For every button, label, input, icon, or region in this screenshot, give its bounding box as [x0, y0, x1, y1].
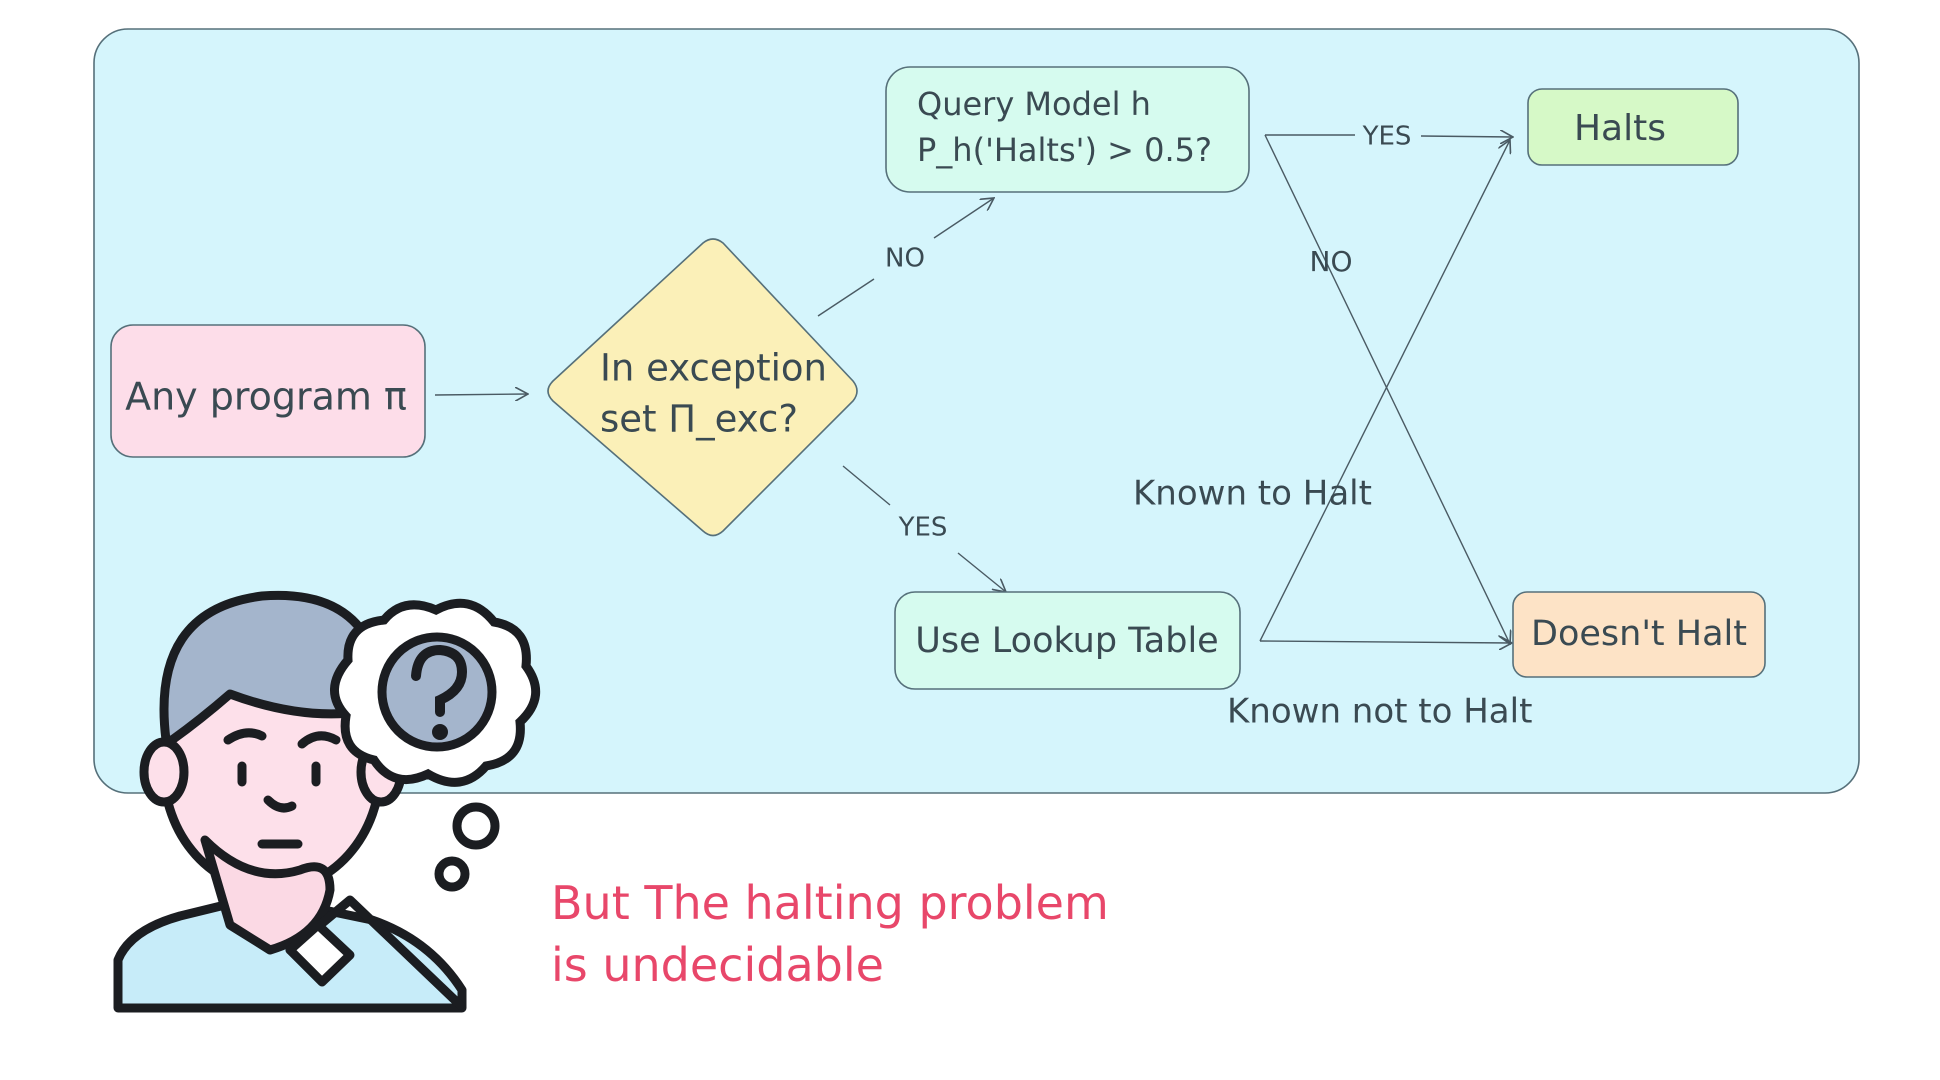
- caption-line-1: But The halting problem: [551, 876, 1109, 930]
- thought-dot-large: [452, 802, 500, 850]
- person-nose: [263, 795, 297, 813]
- halts-label: Halts: [1574, 108, 1666, 149]
- question-mark-glyph: [411, 644, 468, 740]
- person-cuff: [285, 920, 355, 987]
- edge-lookup-known-halt: [1259, 140, 1510, 642]
- edge-label-known-not-halt: Known not to Halt: [1227, 692, 1532, 732]
- edge-label-query-no: NO: [1310, 245, 1353, 278]
- thinking-person-icon: [113, 590, 467, 1013]
- diagram-panel: [93, 28, 1860, 794]
- lookup-table-node: [894, 591, 1241, 690]
- doesnt-halt-label: Doesn't Halt: [1531, 614, 1747, 654]
- decision-node-label-line1: In exception: [600, 347, 827, 390]
- decision-node-label-line2: set Π_exc?: [600, 398, 798, 441]
- edge-lookup-known-not-halt: [1259, 641, 1512, 643]
- edge-decision-no-b: [933, 198, 994, 239]
- person-brow-left: [223, 728, 267, 745]
- query-model-label-line1: Query Model h: [917, 85, 1151, 123]
- edge-label-query-yes: YES: [1362, 122, 1412, 152]
- start-node: [110, 324, 426, 458]
- edge-label-known-halt: Known to Halt: [1133, 474, 1372, 514]
- start-node-label: Any program π: [125, 375, 407, 419]
- thought-bubble: [330, 598, 541, 892]
- edge-decision-yes-b: [957, 552, 1006, 592]
- halts-node: [1527, 88, 1739, 166]
- person-brow-right: [297, 731, 341, 749]
- edge-label-decision-no: NO: [885, 244, 925, 274]
- edge-start-to-decision: [434, 394, 528, 395]
- thought-dot-small: [434, 856, 470, 892]
- edge-decision-no-a: [817, 278, 875, 317]
- doesnt-halt-node: [1512, 591, 1766, 678]
- query-model-label-line2: P_h('Halts') > 0.5?: [917, 131, 1212, 169]
- person-ear-left: [139, 737, 189, 807]
- lookup-table-label: Use Lookup Table: [915, 621, 1218, 661]
- caption: But The halting problem is undecidable: [551, 872, 1109, 996]
- connectors: [434, 134, 1513, 644]
- edge-query-no: [1264, 134, 1510, 644]
- edge-label-decision-yes: YES: [898, 513, 948, 543]
- edge-query-yes-b: [1420, 136, 1513, 137]
- decision-node: [547, 238, 858, 537]
- edge-decision-yes-a: [842, 465, 891, 506]
- caption-line-2: is undecidable: [551, 938, 884, 992]
- query-model-node: [885, 66, 1250, 193]
